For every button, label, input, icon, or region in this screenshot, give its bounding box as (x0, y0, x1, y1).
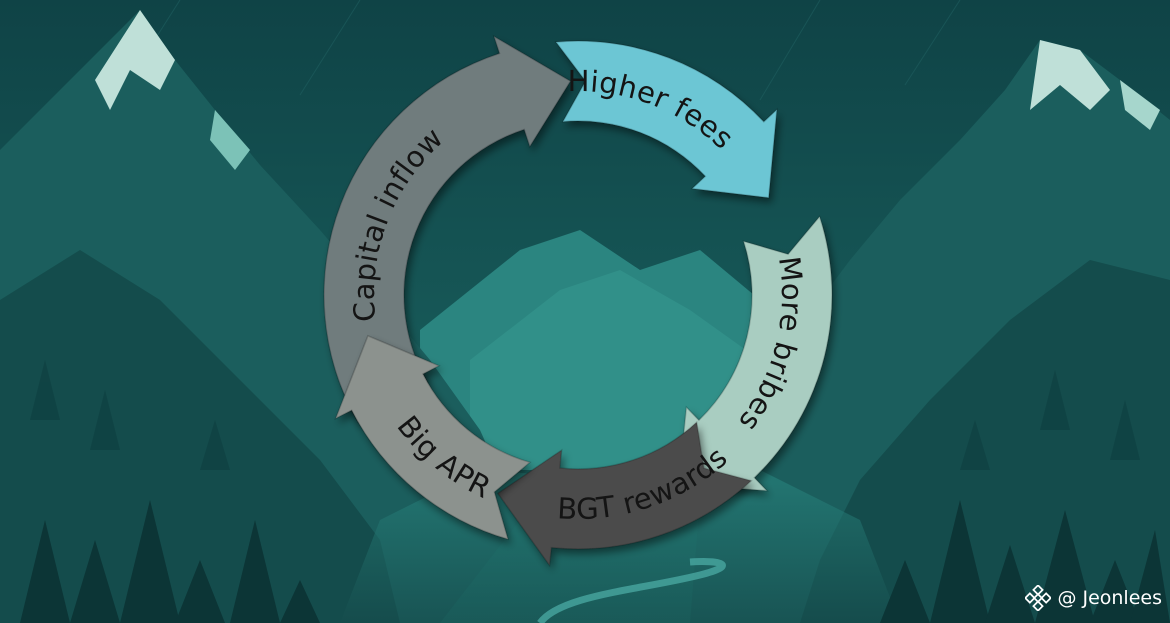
arrow-capital-inflow (323, 34, 572, 424)
arrow-higher-fees (554, 40, 778, 199)
binance-logo-icon (1025, 585, 1052, 611)
arrow-big-apr (334, 334, 532, 541)
arrow-bgt-rewards (496, 420, 753, 568)
arrow-more-bribes (677, 214, 833, 492)
watermark-handle: @ Jeonlees (1057, 587, 1162, 609)
watermark: @ Jeonlees (1025, 585, 1162, 611)
